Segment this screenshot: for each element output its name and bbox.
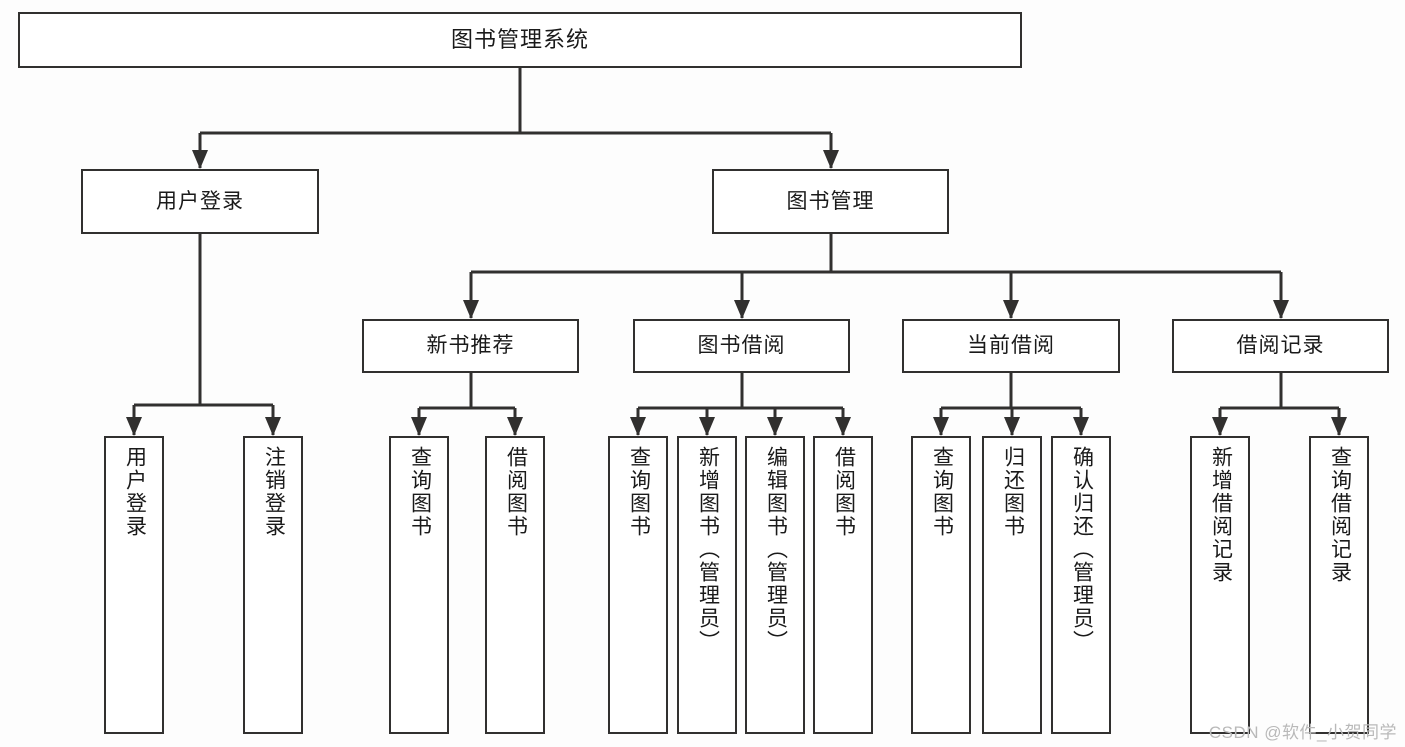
node-label: 当前借阅 [967,334,1055,358]
node-label: 新增图书（管理员） [696,446,720,653]
node-l5[interactable]: 查询图书 [608,436,668,734]
node-l10[interactable]: 归还图书 [982,436,1042,734]
node-bookmgmt[interactable]: 图书管理 [712,169,949,234]
node-l7[interactable]: 编辑图书（管理员） [745,436,805,734]
node-l11[interactable]: 确认归还（管理员） [1051,436,1111,734]
node-label: 编辑图书（管理员） [764,446,788,653]
node-l12[interactable]: 新增借阅记录 [1190,436,1250,734]
node-label: 归还图书 [1001,446,1025,538]
node-label: 图书管理 [786,189,875,213]
node-borrow[interactable]: 图书借阅 [633,319,850,373]
node-label: 借阅图书 [504,446,528,538]
node-l13[interactable]: 查询借阅记录 [1309,436,1369,734]
node-label: 借阅图书 [832,446,856,538]
node-label: 图书管理系统 [450,26,589,52]
arrow-head [411,417,427,436]
node-newbook[interactable]: 新书推荐 [362,319,579,373]
node-label: 借阅记录 [1236,334,1325,358]
node-label: 查询图书 [627,446,651,538]
arrow-head [1331,417,1347,436]
arrow-head [1073,417,1089,436]
arrow-head [933,417,949,436]
node-label: 用户登录 [123,446,147,538]
arrow-head [630,417,646,436]
arrow-head [192,150,208,169]
arrow-head [699,417,715,436]
arrow-head [463,300,479,319]
node-label: 查询图书 [408,446,432,538]
node-label: 新书推荐 [426,334,515,358]
arrow-head [1003,300,1019,319]
node-label: 查询图书 [930,446,954,538]
node-label: 注销登录 [262,446,286,538]
arrow-head [507,417,523,436]
node-l6[interactable]: 新增图书（管理员） [677,436,737,734]
node-label: 确认归还（管理员） [1070,446,1094,653]
arrow-head [835,417,851,436]
node-records[interactable]: 借阅记录 [1172,319,1389,373]
node-l1[interactable]: 用户登录 [104,436,164,734]
node-l2[interactable]: 注销登录 [243,436,303,734]
arrow-head [734,300,750,319]
node-label: 查询借阅记录 [1328,446,1352,584]
node-l9[interactable]: 查询图书 [911,436,971,734]
arrow-head [1212,417,1228,436]
watermark-label: CSDN @软件_小贺同学 [1208,723,1397,742]
node-label: 图书借阅 [697,334,786,358]
arrow-head [1273,300,1289,319]
node-current[interactable]: 当前借阅 [902,319,1120,373]
arrow-head [823,150,839,169]
node-login[interactable]: 用户登录 [81,169,319,234]
node-label: 用户登录 [156,189,244,213]
node-root[interactable]: 图书管理系统 [18,12,1022,68]
node-l3[interactable]: 查询图书 [389,436,449,734]
node-l4[interactable]: 借阅图书 [485,436,545,734]
arrow-head [265,417,281,436]
arrow-head [1004,417,1020,436]
arrow-head [767,417,783,436]
node-l8[interactable]: 借阅图书 [813,436,873,734]
node-label: 新增借阅记录 [1209,446,1233,584]
arrow-head [126,417,142,436]
